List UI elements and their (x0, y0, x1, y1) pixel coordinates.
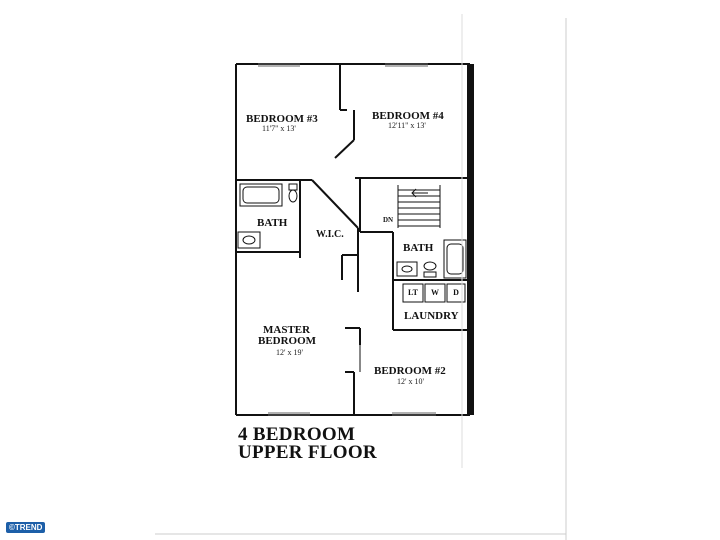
laundry-tub-label: LT (408, 288, 418, 297)
bathtub-right (443, 239, 467, 279)
caption-line1: 4 BEDROOM (238, 424, 356, 445)
laundry-label: LAUNDRY (404, 310, 459, 322)
laundry-tub-box (402, 283, 424, 303)
wic-diagonal (311, 179, 359, 229)
stairs-down-label: DN (383, 216, 394, 224)
washer-box (424, 283, 446, 303)
bath-right-label: BATH (403, 242, 434, 254)
toilet-right (423, 261, 437, 271)
stairs (397, 185, 441, 228)
bedroom2-label: BEDROOM #2 (374, 365, 446, 377)
bedroom3-label: BEDROOM #3 (246, 113, 318, 125)
sink-left (237, 231, 261, 249)
bathtub-left (239, 183, 283, 207)
washer-label: W (431, 288, 439, 297)
outer-wall-right (467, 64, 474, 415)
trend-watermark: ©TREND (6, 522, 46, 533)
bedroom4-label: BEDROOM #4 (372, 110, 444, 122)
master-label-line2: BEDROOM (258, 335, 317, 347)
caption-line2: UPPER FLOOR (238, 442, 377, 463)
bath-left-label: BATH (257, 217, 288, 229)
wic-label: W.I.C. (316, 229, 344, 240)
master-dims: 12' x 19' (276, 348, 303, 357)
toilet-left (288, 183, 298, 191)
bedroom3-dims: 11'7" x 13' (262, 124, 296, 133)
master-label-line1: MASTER (263, 324, 311, 336)
bedroom4-dims: 12'11" x 13' (388, 121, 426, 130)
dryer-label: D (453, 288, 459, 297)
sink-right (396, 261, 418, 277)
dryer-box (446, 283, 466, 303)
bedroom2-dims: 12' x 10' (397, 377, 424, 386)
